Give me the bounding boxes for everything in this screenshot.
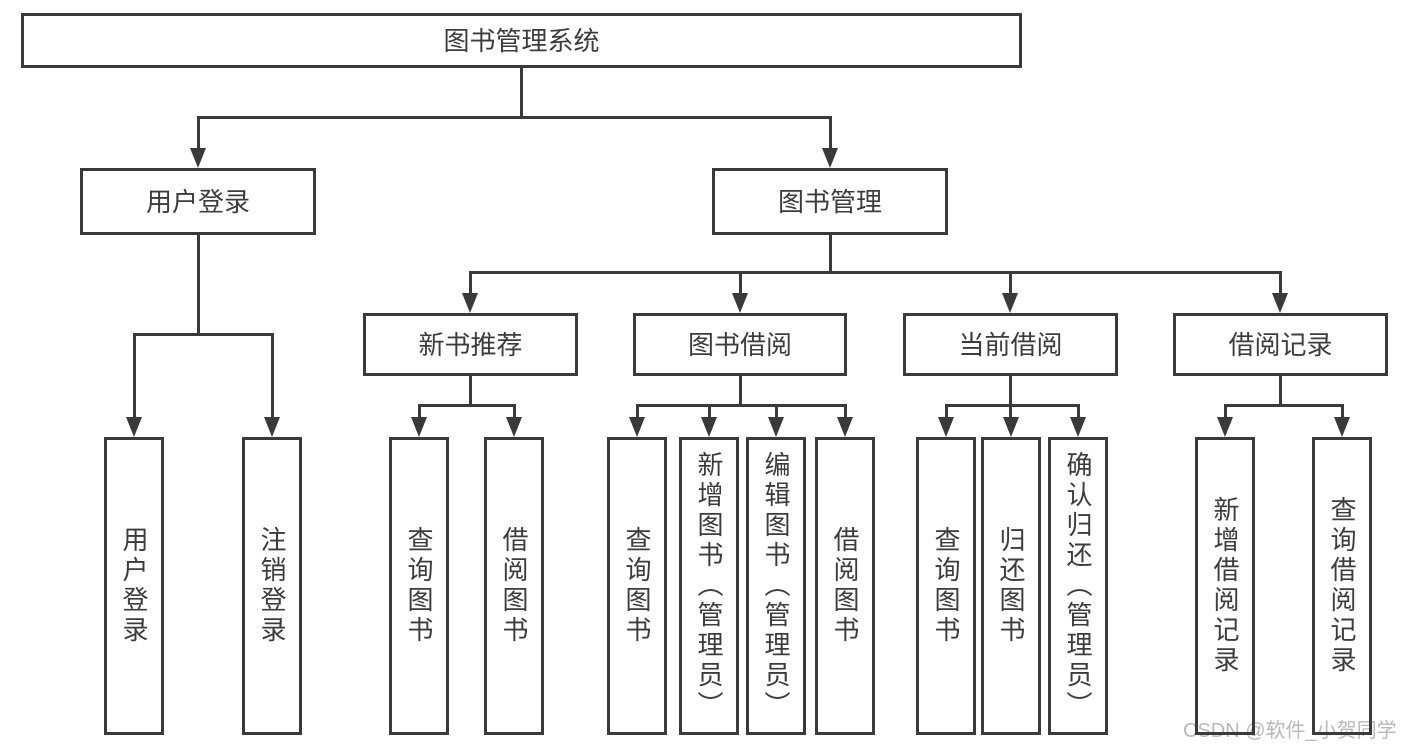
node-borrowing-records-label: 借阅记录 <box>1228 329 1333 360</box>
connector-line <box>945 404 1080 407</box>
arrow-down-icon <box>701 417 717 437</box>
arrow-down-icon <box>732 293 748 313</box>
leaf-query-books: 查询图书 <box>389 437 449 735</box>
connector-line <box>1279 271 1282 297</box>
connector-line <box>197 116 832 119</box>
arrow-down-icon <box>126 417 142 437</box>
arrow-down-icon <box>411 417 427 437</box>
connector-line <box>1224 404 1227 421</box>
leaf-edit-books-admin: 编辑图书（管理员） <box>746 437 806 735</box>
arrow-down-icon <box>629 417 645 437</box>
connector-line <box>1077 404 1080 421</box>
connector-line <box>1009 376 1012 407</box>
arrow-down-icon <box>822 148 838 168</box>
leaf-user-login: 用户登录 <box>104 437 164 735</box>
connector-line <box>520 68 523 117</box>
node-library-system-label: 图书管理系统 <box>443 25 600 56</box>
connector-line <box>197 116 200 152</box>
arrow-down-icon <box>264 417 280 437</box>
connector-line <box>197 235 200 336</box>
leaf-borrow-books: 借阅图书 <box>484 437 544 735</box>
connector-line <box>133 333 274 336</box>
node-current-borrowing: 当前借阅 <box>903 313 1118 376</box>
connector-line <box>133 333 136 421</box>
connector-line <box>469 271 472 297</box>
connector-line <box>418 404 421 421</box>
leaf-logout-label: 注销登录 <box>257 526 287 646</box>
connector-line <box>945 404 948 421</box>
connector-line <box>636 404 639 421</box>
connector-line <box>829 116 832 152</box>
watermark: CSDN @软件_小贺同学 <box>1183 720 1397 742</box>
leaf-user-login-label: 用户登录 <box>119 526 149 646</box>
connector-line <box>775 404 778 421</box>
connector-line <box>829 235 832 273</box>
connector-line <box>1224 404 1344 407</box>
arrow-down-icon <box>1003 417 1019 437</box>
leaf-logout: 注销登录 <box>242 437 302 735</box>
connector-line <box>469 376 472 407</box>
node-library-system: 图书管理系统 <box>21 13 1022 68</box>
leaf-confirm-return-admin: 确认归还（管理员） <box>1048 437 1108 735</box>
arrow-down-icon <box>1217 417 1233 437</box>
leaf-return-books-label: 归还图书 <box>996 526 1026 646</box>
leaf-query-books-3-label: 查询图书 <box>931 526 961 646</box>
leaf-add-books-admin: 新增图书（管理员） <box>679 437 739 735</box>
leaf-query-books-label: 查询图书 <box>404 526 434 646</box>
connector-line <box>1341 404 1344 421</box>
node-user-login-label: 用户登录 <box>145 186 250 217</box>
arrow-down-icon <box>837 417 853 437</box>
node-book-borrowing: 图书借阅 <box>633 313 847 376</box>
connector-line <box>418 404 516 407</box>
connector-line <box>1009 404 1012 421</box>
leaf-query-borrow-record: 查询借阅记录 <box>1312 437 1372 735</box>
node-new-book-recommendation-label: 新书推荐 <box>418 329 523 360</box>
arrow-down-icon <box>506 417 522 437</box>
arrow-down-icon <box>1002 293 1018 313</box>
connector-line <box>513 404 516 421</box>
leaf-edit-books-admin-label: 编辑图书（管理员） <box>761 451 791 721</box>
leaf-confirm-return-admin-label: 确认归还（管理员） <box>1063 451 1093 721</box>
connector-line <box>708 404 711 421</box>
arrow-down-icon <box>1070 417 1086 437</box>
leaf-query-books-3: 查询图书 <box>916 437 976 735</box>
arrow-down-icon <box>938 417 954 437</box>
arrow-down-icon <box>190 148 206 168</box>
leaf-borrow-books-2: 借阅图书 <box>815 437 875 735</box>
connector-line <box>739 376 742 407</box>
arrow-down-icon <box>1272 293 1288 313</box>
leaf-borrow-books-2-label: 借阅图书 <box>830 526 860 646</box>
leaf-add-borrow-record: 新增借阅记录 <box>1195 437 1255 735</box>
leaf-query-borrow-record-label: 查询借阅记录 <box>1327 496 1357 676</box>
connector-line <box>1279 376 1282 407</box>
node-book-management: 图书管理 <box>712 168 948 235</box>
arrow-down-icon <box>768 417 784 437</box>
leaf-query-books-2-label: 查询图书 <box>622 526 652 646</box>
connector-line <box>271 333 274 421</box>
connector-line <box>1009 271 1012 297</box>
node-current-borrowing-label: 当前借阅 <box>958 329 1063 360</box>
leaf-borrow-books-label: 借阅图书 <box>499 526 529 646</box>
node-book-management-label: 图书管理 <box>777 186 882 217</box>
node-borrowing-records: 借阅记录 <box>1173 313 1388 376</box>
leaf-add-books-admin-label: 新增图书（管理员） <box>694 451 724 721</box>
connector-line <box>844 404 847 421</box>
leaf-query-books-2: 查询图书 <box>607 437 667 735</box>
leaf-add-borrow-record-label: 新增借阅记录 <box>1210 496 1240 676</box>
node-user-login: 用户登录 <box>80 168 316 235</box>
connector-line <box>469 271 1282 274</box>
arrow-down-icon <box>1334 417 1350 437</box>
arrow-down-icon <box>462 293 478 313</box>
leaf-return-books: 归还图书 <box>981 437 1041 735</box>
connector-line <box>636 404 847 407</box>
node-book-borrowing-label: 图书借阅 <box>687 329 792 360</box>
connector-line <box>739 271 742 297</box>
node-new-book-recommendation: 新书推荐 <box>363 313 578 376</box>
